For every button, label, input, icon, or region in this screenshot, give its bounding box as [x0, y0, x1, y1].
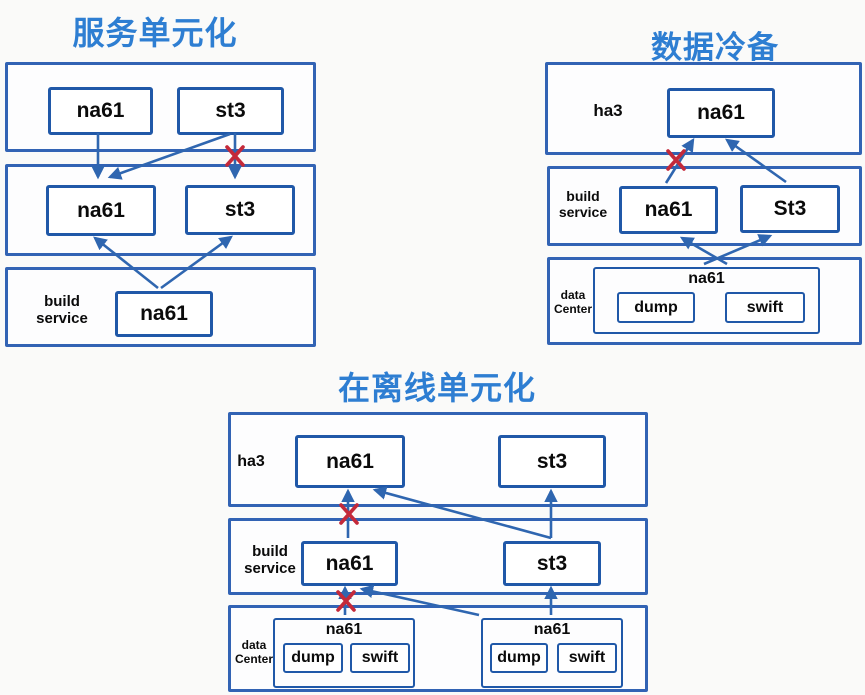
d3-group1-node-swift: swift	[350, 643, 410, 673]
d3-layer-ha3: ha3 na61 st3	[228, 412, 648, 507]
d3-datacenter-group1-na61: na61 dump swift	[273, 618, 415, 688]
d3-group2-label-na61: na61	[533, 621, 571, 638]
d3-group1-node-dump: dump	[283, 643, 343, 673]
d1-r3-node-na61: na61	[115, 291, 213, 337]
d1-r1-node-st3: st3	[177, 87, 284, 135]
d3-group2-node-dump: dump	[490, 643, 548, 673]
d3-layer-build-service: build service na61 st3	[228, 518, 648, 595]
d1-layer-middle: na61 st3	[5, 164, 316, 256]
d3-r2-node-na61: na61	[301, 541, 398, 586]
d3-build-service-label-line1: build	[252, 543, 288, 560]
d2-datacenter-group-na61: na61 dump swift	[593, 267, 820, 334]
d3-data-center-label-line1: data	[241, 638, 267, 652]
d2-layer-data-center: data Center na61 dump swift	[547, 257, 862, 345]
d2-build-service-label: build service	[554, 188, 612, 220]
d1-build-service-label-line1: build	[44, 293, 80, 310]
d2-data-center-label-line2: Center	[553, 302, 592, 317]
d2-build-service-label-line2: service	[558, 203, 608, 220]
d2-layer-ha3: ha3 na61	[545, 62, 862, 155]
d3-group1-label-na61: na61	[325, 621, 363, 638]
d3-r1-node-st3: st3	[498, 435, 606, 488]
d2-build-service-label-line1: build	[566, 188, 600, 204]
d1-r2-node-st3: st3	[185, 185, 295, 235]
d1-layer-build-service: build service na61	[5, 267, 316, 347]
d1-build-service-label-line2: service	[36, 309, 88, 327]
d2-ha3-label: ha3	[593, 101, 623, 120]
d3-layer-data-center: data Center na61 dump swift na61 dump sw…	[228, 605, 648, 692]
d2-data-center-label: data Center	[551, 288, 595, 317]
d1-layer-top: na61 st3	[5, 62, 316, 152]
d2-data-center-label-line1: data	[560, 288, 586, 302]
d3-build-service-label: build service	[239, 543, 301, 578]
d2-title: 数据冷备	[651, 30, 779, 65]
d2-r1-node-na61: na61	[667, 88, 775, 138]
d3-build-service-label-line2: service	[244, 559, 296, 577]
d1-r1-node-na61: na61	[48, 87, 153, 135]
d2-node-swift: swift	[725, 292, 805, 323]
d2-layer-build-service: build service na61 St3	[547, 166, 862, 246]
d3-ha3-label: ha3	[237, 453, 265, 470]
d2-r2-node-st3: St3	[740, 185, 840, 233]
d2-group-label-na61: na61	[688, 270, 725, 287]
d3-data-center-label: data Center	[233, 638, 275, 667]
d2-node-dump: dump	[617, 292, 695, 323]
d3-group2-node-swift: swift	[557, 643, 617, 673]
d1-build-service-label: build service	[21, 293, 103, 328]
d3-title: 在离线单元化	[337, 370, 536, 406]
d3-data-center-label-line2: Center	[234, 652, 273, 667]
d1-title: 服务单元化	[72, 15, 238, 51]
d3-r2-node-st3: st3	[503, 541, 601, 586]
d1-r2-node-na61: na61	[46, 185, 156, 236]
d3-r1-node-na61: na61	[295, 435, 405, 488]
d2-r2-node-na61: na61	[619, 186, 718, 234]
d3-datacenter-group2-na61: na61 dump swift	[481, 618, 623, 688]
